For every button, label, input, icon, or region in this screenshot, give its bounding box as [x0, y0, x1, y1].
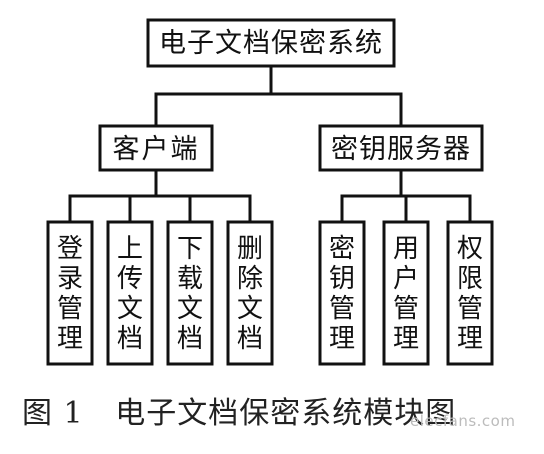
leaf-download-label: 下载文档	[177, 234, 203, 354]
leaf-upload-label: 上传文档	[117, 234, 143, 354]
node-key-server-label: 密钥服务器	[331, 134, 471, 165]
leaf-perm-mgmt-label: 权限管理	[457, 234, 483, 354]
leaf-perm-mgmt: 权限管理	[446, 220, 494, 366]
leaf-login: 登录管理	[46, 220, 94, 366]
leaf-key-mgmt-label: 密钥管理	[329, 234, 355, 354]
watermark: elecfans.com	[410, 412, 516, 430]
leaf-delete: 删除文档	[226, 220, 274, 366]
root-node-label: 电子文档保密系统	[159, 28, 383, 59]
connector-lines	[68, 64, 472, 224]
root-node: 电子文档保密系统	[146, 18, 396, 68]
node-client: 客户端	[98, 124, 214, 172]
node-key-server: 密钥服务器	[318, 124, 484, 172]
leaf-key-mgmt: 密钥管理	[318, 220, 366, 366]
leaf-delete-label: 删除文档	[237, 234, 263, 354]
leaf-user-mgmt: 用户管理	[382, 220, 430, 366]
node-client-label: 客户端	[113, 134, 200, 165]
figure-caption: 图 1 电子文档保密系统模块图	[22, 396, 457, 431]
leaf-upload: 上传文档	[106, 220, 154, 366]
leaf-user-mgmt-label: 用户管理	[393, 234, 419, 354]
leaf-download: 下载文档	[166, 220, 214, 366]
leaf-login-label: 登录管理	[57, 234, 83, 354]
